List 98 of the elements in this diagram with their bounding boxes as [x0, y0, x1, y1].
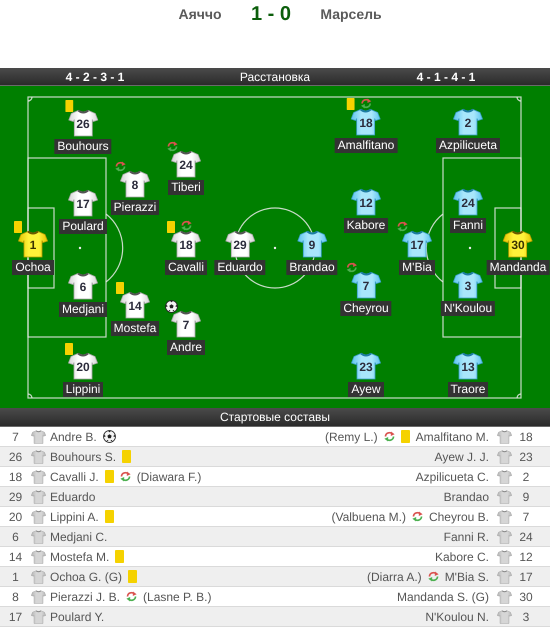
- shirt-number: 7: [362, 279, 370, 293]
- player-name-label: Pierazzi: [110, 200, 160, 215]
- player-name-label: Tiberi: [168, 180, 204, 195]
- shirt-number: 7: [182, 318, 190, 332]
- shirt-number: 18: [179, 238, 193, 252]
- player-name-label: Cavalli: [164, 260, 207, 275]
- player-number: 17: [8, 610, 22, 624]
- player-name-label: N'Koulou: [440, 301, 496, 316]
- player-name: Andre B.: [50, 430, 97, 444]
- player-name: Mandanda S. (G): [396, 590, 489, 604]
- player-name-label: Kabore: [344, 218, 388, 233]
- substitute-name: (Diawara F.): [136, 470, 202, 484]
- player-number: 3: [522, 610, 530, 624]
- player-name-label: Brandao: [286, 260, 338, 275]
- player-number: 9: [522, 490, 530, 504]
- player-name: Cheyrou B.: [428, 510, 489, 524]
- player-number: 7: [12, 430, 19, 444]
- shirt-number: 18: [359, 116, 373, 130]
- player-name: Cavalli J.: [50, 470, 99, 484]
- player-number: 30: [519, 590, 533, 604]
- substitute-name: (Remy L.): [324, 430, 378, 444]
- player-name: Brandao: [444, 490, 489, 504]
- shirt-number: 29: [233, 238, 247, 252]
- header-bar: [0, 408, 550, 427]
- player-name-label: Mandanda: [486, 260, 550, 275]
- player-name: Amalfitano M.: [416, 430, 489, 444]
- player-name: Ochoa G. (G): [50, 570, 122, 584]
- section-title: Расстановка: [240, 70, 310, 84]
- player-name-label: Amalfitano: [334, 138, 398, 153]
- player-name-label: Azpilicueta: [436, 138, 500, 153]
- player-name-label: Ayew: [348, 382, 384, 397]
- formation-label: 4 - 1 - 4 - 1: [416, 70, 476, 84]
- shirt-number: 8: [132, 178, 138, 192]
- shirt-number: 1: [30, 238, 36, 252]
- match-score: 1 - 0: [250, 3, 292, 26]
- shirt-number: 24: [179, 158, 193, 172]
- player-name-label: Poulard: [59, 219, 107, 234]
- player-number: 1: [12, 570, 19, 584]
- shirt-number: 20: [76, 360, 90, 374]
- player-name: Kabore C.: [434, 550, 489, 564]
- player-name: Pierazzi J. B.: [50, 590, 120, 604]
- substitute-name: (Diarra A.): [367, 570, 422, 584]
- player-name: Azpilicueta C.: [416, 470, 489, 484]
- player-name-label: M'Bia: [399, 260, 435, 275]
- player-number: 20: [8, 510, 22, 524]
- player-number: 8: [12, 590, 19, 604]
- header-bar: [0, 68, 550, 86]
- shirt-number: 24: [461, 196, 475, 210]
- shirt-number: 9: [308, 238, 316, 252]
- player-name: Bouhours S.: [50, 450, 116, 464]
- player-number: 26: [8, 450, 22, 464]
- player-name-label: Traore: [448, 382, 488, 397]
- shirt-number: 6: [80, 280, 86, 294]
- player-name: M'Bia S.: [444, 570, 489, 584]
- player-number: 14: [8, 550, 22, 564]
- player-name-label: Bouhours: [54, 139, 112, 154]
- player-name-label: Ochoa: [12, 260, 54, 275]
- player-name: Lippini A.: [50, 510, 99, 524]
- shirt-number: 17: [76, 197, 90, 211]
- section-title: Стартовые составы: [220, 410, 330, 424]
- shirt-number: 23: [359, 360, 373, 374]
- shirt-number: 26: [76, 117, 90, 131]
- shirt-number: 30: [511, 238, 525, 252]
- player-name: Medjani C.: [50, 530, 108, 544]
- player-name: N'Koulou N.: [425, 610, 489, 624]
- player-name: Ayew J. J.: [434, 450, 489, 464]
- shirt-number: 2: [464, 116, 472, 130]
- player-name-label: Eduardo: [214, 260, 266, 275]
- shirt-number: 3: [464, 279, 472, 293]
- team-name: Марсель: [320, 6, 382, 22]
- player-name: Poulard Y.: [50, 610, 104, 624]
- player-name-label: Mostefa: [110, 321, 160, 336]
- player-number: 18: [519, 430, 533, 444]
- player-number: 24: [519, 530, 533, 544]
- shirt-number: 12: [359, 196, 373, 210]
- player-number: 2: [522, 470, 530, 484]
- shirt-number: 13: [461, 360, 475, 374]
- player-name: Mostefa M.: [50, 550, 110, 564]
- player-number: 6: [12, 530, 19, 544]
- player-name-label: Fanni: [450, 218, 486, 233]
- player-name-label: Andre: [166, 340, 206, 355]
- substitute-name: (Valbuena M.): [331, 510, 406, 524]
- player-number: 23: [519, 450, 533, 464]
- player-number: 7: [522, 510, 530, 524]
- formation-label: 4 - 2 - 3 - 1: [66, 70, 124, 84]
- player-number: 18: [8, 470, 22, 484]
- shirt-number: 17: [410, 238, 424, 252]
- shirt-number: 14: [128, 299, 142, 313]
- player-number: 17: [519, 570, 533, 584]
- player-name: Eduardo: [50, 490, 96, 504]
- player-name: Fanni R.: [444, 530, 489, 544]
- player-name-label: Cheyrou: [340, 301, 392, 316]
- substitute-name: (Lasne P. B.): [143, 590, 212, 604]
- team-name: Аяччо: [178, 6, 222, 22]
- player-name-label: Medjani: [58, 302, 108, 317]
- player-number: 29: [8, 490, 22, 504]
- player-name-label: Lippini: [62, 382, 104, 397]
- player-number: 12: [519, 550, 533, 564]
